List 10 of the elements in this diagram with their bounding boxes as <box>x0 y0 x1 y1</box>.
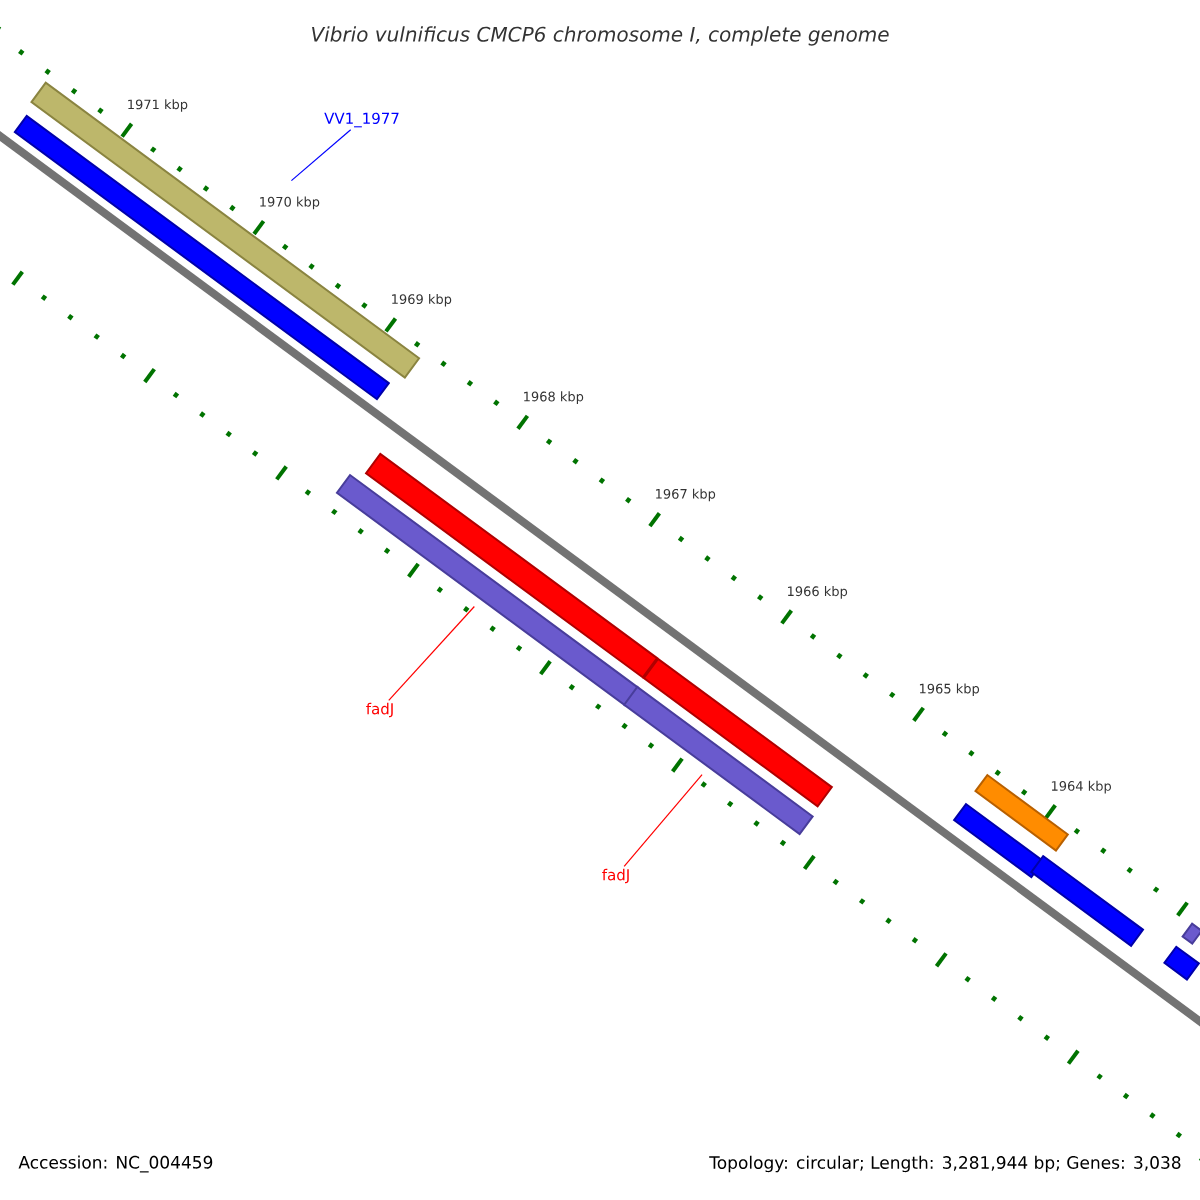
gene-bar <box>952 802 1045 879</box>
gene-bar <box>1163 945 1200 981</box>
gene-bar <box>30 81 421 379</box>
title: Vibrio vulnificus CMCP6 chromosome I, complete genome <box>312 26 889 46</box>
footer-text: Topology: circular; Length: 3,281,944 bp; Genes: 3,038 <box>709 1155 1181 1173</box>
gene-bar <box>364 452 659 679</box>
leader-line <box>388 605 475 701</box>
leader-line <box>623 774 703 867</box>
leader-line <box>290 129 352 182</box>
footer-text: Accession: NC_004459 <box>18 1155 213 1173</box>
